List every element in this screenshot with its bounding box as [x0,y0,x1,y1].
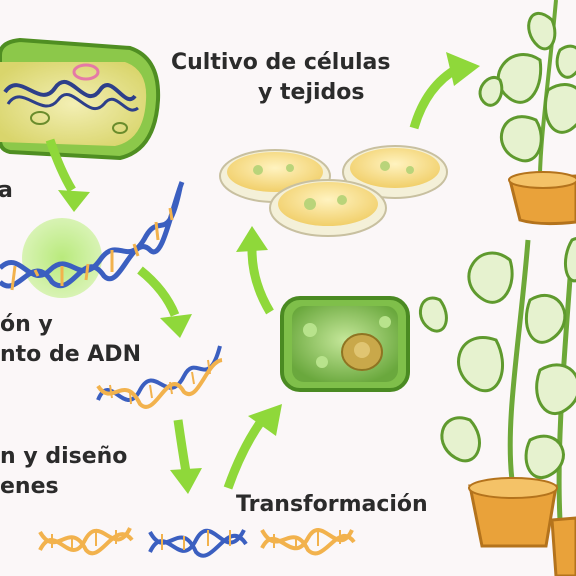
label-design-line2: enes [0,474,59,499]
arrow-1 [45,138,76,193]
plant-bottom-icon [419,237,576,576]
label-transformation: Transformación [236,492,428,517]
label-isolation-line1: ón y [0,312,53,337]
dna-bottom-left-icon [38,527,134,556]
dna-bottom-middle-icon [148,528,248,558]
label-culture-line2: y tejidos [258,80,365,105]
arrow-4 [223,417,266,490]
arrow-3 [173,419,191,473]
glow-circle [22,218,102,298]
label-design-line1: n y diseño [0,444,128,469]
arrow-5 [247,249,274,315]
petri-dishes-icon [219,145,448,237]
dna-medium-icon [96,345,223,409]
plant-top-icon [478,0,576,226]
arrow-2 [137,266,180,317]
arrow-6 [409,64,461,130]
dna-large-icon [0,181,185,291]
label-culture-line1: Cultivo de células [171,50,391,75]
label-isolation-line2: nto de ADN [0,342,141,367]
bacterium-icon [0,37,161,161]
label-edge-a: a [0,178,13,203]
plant-cell-icon [280,296,410,392]
dna-bottom-right-icon [260,528,356,556]
